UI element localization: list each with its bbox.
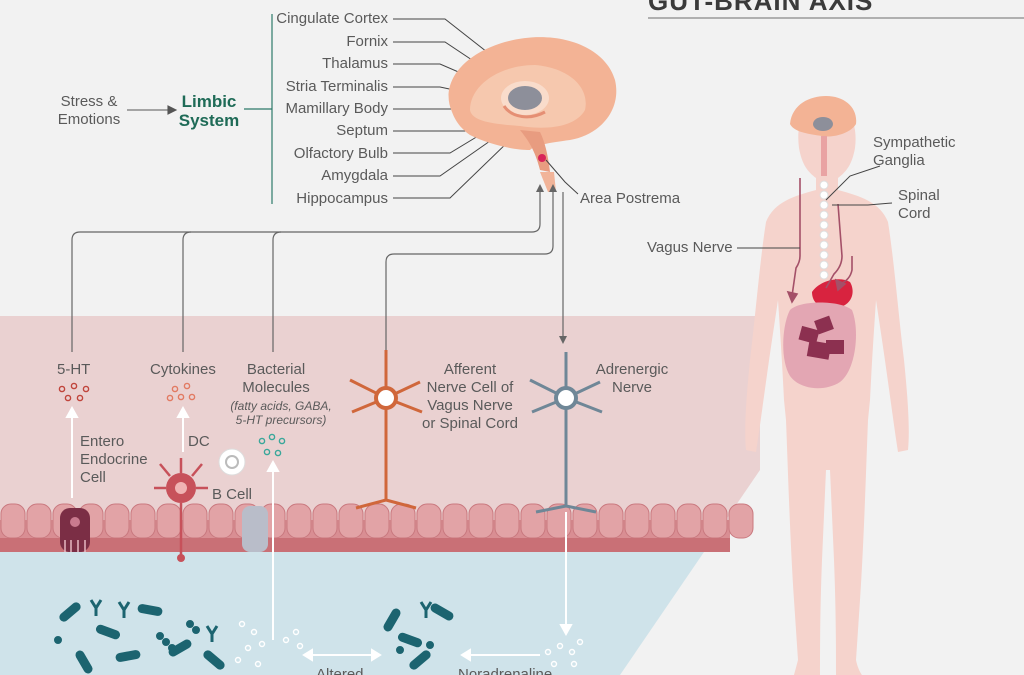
bacterium (95, 624, 121, 640)
bacterium (397, 632, 423, 648)
epithelial-cell (442, 503, 468, 539)
epithelial-cell (208, 503, 234, 539)
bacterium (383, 608, 401, 632)
antibody (419, 601, 433, 618)
vagus-nerve-label: Vagus Nerve (647, 239, 733, 256)
down-arrow (559, 512, 573, 637)
enteroendocrine-cell-label: Entero Endocrine Cell (80, 433, 148, 486)
bacterium (137, 604, 163, 616)
bacterium (409, 650, 431, 670)
epithelial-cell (468, 503, 494, 539)
cytokines-label: Cytokines (150, 361, 216, 378)
bacterium (426, 641, 434, 649)
structure-cingulate-cortex: Cingulate Cortex (276, 10, 388, 27)
bacterium (192, 626, 200, 634)
bacterium (54, 636, 62, 644)
epithelial-cell (520, 503, 546, 539)
epithelial-cell (0, 503, 26, 539)
microbiota (54, 599, 454, 674)
bacterium (75, 650, 93, 674)
epithelial-cell (650, 503, 676, 539)
epithelial-cell (390, 503, 416, 539)
stress-arrow (127, 105, 178, 115)
epithelial-cell (624, 503, 650, 539)
bacterium (186, 620, 194, 628)
serotonin-dots (58, 382, 90, 402)
stress-emotions-label: Stress & Emotions (57, 93, 121, 128)
epithelial-cell (286, 503, 312, 539)
limbic-system-label: Limbic System (178, 92, 240, 130)
bacterium (168, 639, 192, 657)
brain-illustration (448, 37, 617, 192)
epithelial-cell (702, 503, 728, 539)
bacterium (203, 650, 225, 670)
lumen-dots (234, 620, 584, 668)
adrenergic-neuron (529, 352, 603, 514)
spinal-cord-label: Spinal Cord (898, 187, 940, 222)
human-body (745, 96, 909, 675)
dendritic-cell (154, 458, 208, 562)
signal-arrowheads (536, 184, 567, 344)
epithelial-cell (312, 503, 338, 539)
cytokine-dots (166, 382, 196, 402)
bacterium (59, 602, 81, 622)
epithelial-cell (494, 503, 520, 539)
epithelium-layer (0, 503, 754, 552)
adrenergic-nerve-label: Adrenergic Nerve (595, 361, 669, 396)
antibody (117, 601, 131, 618)
epithelial-cell (676, 503, 702, 539)
afferent-nerve-label: Afferent Nerve Cell of Vagus Nerve or Sp… (422, 361, 518, 432)
epithelial-cell (156, 503, 182, 539)
limbic-bracket (244, 14, 273, 204)
diagram-title: GUT-BRAIN AXIS (648, 0, 874, 16)
antibody (205, 625, 219, 642)
dendritic-cell-label: DC (188, 433, 210, 450)
structure-olfactory-bulb: Olfactory Bulb (293, 145, 388, 162)
bacterium (115, 650, 141, 662)
epithelial-cell (130, 503, 156, 539)
b-cell (218, 448, 268, 552)
bacterium (430, 603, 454, 621)
bacterium (162, 638, 170, 646)
epithelial-cell (104, 503, 130, 539)
area-postrema-leader (545, 159, 579, 195)
enteroendocrine-cell (60, 508, 90, 552)
afferent-signal-lines (71, 192, 564, 352)
epithelial-cell (598, 503, 624, 539)
afferent-neuron (349, 350, 423, 510)
epithelial-cell (364, 503, 390, 539)
area-postrema-dot (538, 154, 546, 162)
up-arrows (65, 405, 280, 640)
noradrenaline-label: Noradrenaline (458, 666, 553, 675)
bacterial-molecules-label: Bacterial Molecules (242, 361, 310, 396)
bacterium (156, 632, 164, 640)
bacterium (168, 644, 176, 652)
structure-septum: Septum (336, 122, 388, 139)
structure-stria-terminalis: Stria Terminalis (285, 78, 388, 95)
antibody (89, 599, 103, 616)
epithelial-cell (416, 503, 442, 539)
bacterial-molecules-note: (fatty acids, GABA, 5-HT precursors) (230, 399, 332, 427)
altered-label: Altered (316, 666, 364, 675)
structure-amygdala: Amygdala (321, 167, 388, 184)
structure-hippocampus: Hippocampus (296, 190, 388, 207)
epithelial-cell (26, 503, 52, 539)
serotonin-label: 5-HT (57, 361, 91, 378)
structure-thalamus: Thalamus (322, 55, 388, 72)
epithelial-cell (182, 503, 208, 539)
structure-fornix: Fornix (346, 33, 388, 50)
bacterial-molecule-dots (258, 433, 286, 457)
epithelial-cell (728, 503, 754, 539)
epithelial-cell (338, 503, 364, 539)
area-postrema-label: Area Postrema (580, 190, 681, 207)
body-leader-lines (737, 165, 893, 249)
bacterium (396, 646, 404, 654)
structure-mamillary-body: Mamillary Body (285, 100, 388, 117)
b-cell-label: B Cell (212, 486, 253, 503)
sympathetic-ganglia-label: Sympathetic Ganglia (873, 134, 956, 169)
lumen-arrows (302, 648, 540, 662)
